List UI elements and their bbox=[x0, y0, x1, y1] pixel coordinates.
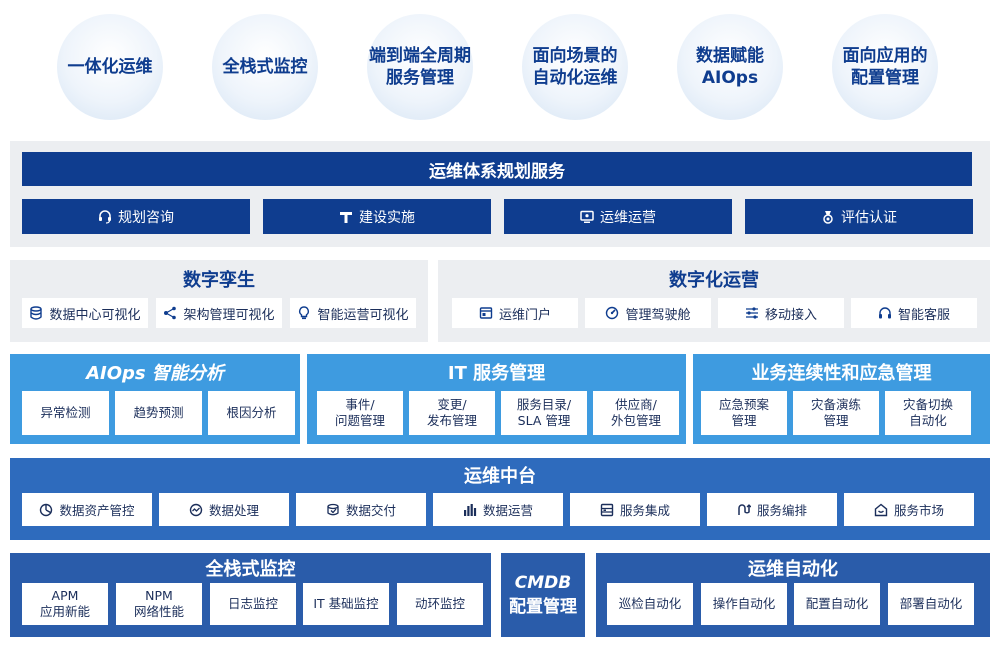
ops-platform-item: 数据处理 bbox=[159, 493, 289, 526]
bcm-item: 应急预案 管理 bbox=[701, 391, 787, 435]
ops-platform-item: 数据交付 bbox=[296, 493, 426, 526]
it-service-item: 供应商/ 外包管理 bbox=[593, 391, 679, 435]
digital-twin-title: 数字孪生 bbox=[183, 270, 255, 291]
planning-item-label: 建设实施 bbox=[359, 209, 415, 226]
capability-circle: 面向场景的 自动化运维 bbox=[522, 14, 628, 120]
market-icon bbox=[874, 503, 888, 517]
ops-platform-item: 服务集成 bbox=[570, 493, 700, 526]
capability-row: 一体化运维 全栈式监控 端到端全周期 服务管理 面向场景的 自动化运维 数据赋能… bbox=[0, 0, 1000, 130]
automation-title: 运维自动化 bbox=[748, 559, 838, 580]
digital-ops-item: 管理驾驶舱 bbox=[585, 298, 711, 328]
portal-icon bbox=[479, 306, 493, 320]
sliders-icon bbox=[745, 306, 759, 320]
digital-ops-item-label: 移动接入 bbox=[764, 307, 817, 323]
bcm-item: 灾备切换 自动化 bbox=[885, 391, 971, 435]
aiops-item: 根因分析 bbox=[208, 391, 295, 435]
digital-twin-item-label: 架构管理可视化 bbox=[183, 307, 275, 323]
ops-platform-item-label: 服务集成 bbox=[619, 503, 670, 518]
digital-ops-item: 智能客服 bbox=[851, 298, 977, 328]
ops-platform-item: 数据资产管控 bbox=[22, 493, 152, 526]
ops-platform-title: 运维中台 bbox=[464, 466, 536, 487]
ops-platform-item: 服务市场 bbox=[844, 493, 974, 526]
integration-icon bbox=[600, 503, 614, 517]
network-icon bbox=[163, 306, 177, 320]
capability-circle: 数据赋能 AIOps bbox=[677, 14, 783, 120]
bar-chart-icon bbox=[463, 503, 477, 517]
flow-icon bbox=[737, 503, 751, 517]
monitoring-title: 全栈式监控 bbox=[205, 559, 296, 580]
aiops-title: AIOps 智能分析 bbox=[86, 363, 224, 384]
digital-twin-item: 架构管理可视化 bbox=[156, 298, 282, 328]
digital-ops-item: 移动接入 bbox=[718, 298, 844, 328]
headphones-icon bbox=[878, 306, 892, 320]
process-icon bbox=[189, 503, 203, 517]
it-service-item: 变更/ 发布管理 bbox=[409, 391, 495, 435]
bcm-title: 业务连续性和应急管理 bbox=[751, 363, 932, 384]
ops-platform-item-label: 数据交付 bbox=[345, 503, 396, 518]
it-service-title: IT 服务管理 bbox=[447, 363, 546, 384]
automation-item: 巡检自动化 bbox=[607, 583, 693, 625]
bulb-icon bbox=[297, 306, 311, 320]
automation-item: 配置自动化 bbox=[794, 583, 880, 625]
ops-platform-item-label: 服务编排 bbox=[756, 503, 807, 518]
capability-circle: 全栈式监控 bbox=[212, 14, 318, 120]
gauge-icon bbox=[605, 306, 619, 320]
it-service-item: 事件/ 问题管理 bbox=[317, 391, 403, 435]
ops-platform-item-label: 数据处理 bbox=[208, 503, 259, 518]
planning-item-label: 运维运营 bbox=[600, 209, 656, 226]
digital-ops-item: 运维门户 bbox=[452, 298, 578, 328]
planning-item: 建设实施 bbox=[263, 199, 491, 234]
build-icon bbox=[339, 210, 353, 224]
planning-item-label: 规划咨询 bbox=[118, 209, 174, 226]
ops-platform-item: 数据运营 bbox=[433, 493, 563, 526]
digital-twin-item: 数据中心可视化 bbox=[22, 298, 148, 328]
bcm-item: 灾备演练 管理 bbox=[793, 391, 879, 435]
planning-item-label: 评估认证 bbox=[841, 209, 897, 226]
cmdb-subtitle: 配置管理 bbox=[509, 597, 577, 617]
digital-ops-item-label: 智能客服 bbox=[897, 307, 950, 323]
capability-circle: 面向应用的 配置管理 bbox=[832, 14, 938, 120]
capability-circle: 一体化运维 bbox=[57, 14, 163, 120]
planning-item: 评估认证 bbox=[745, 199, 973, 234]
it-service-item: 服务目录/ SLA 管理 bbox=[501, 391, 587, 435]
monitoring-item: 动环监控 bbox=[397, 583, 483, 625]
digital-twin-item: 智能运营可视化 bbox=[290, 298, 416, 328]
automation-item: 部署自动化 bbox=[888, 583, 974, 625]
aiops-item: 趋势预测 bbox=[115, 391, 202, 435]
capability-circle: 端到端全周期 服务管理 bbox=[367, 14, 473, 120]
medal-icon bbox=[821, 210, 835, 224]
digital-ops-title: 数字化运营 bbox=[669, 270, 759, 291]
monitor-icon bbox=[580, 210, 594, 224]
ops-platform-item-label: 数据资产管控 bbox=[59, 503, 135, 518]
ops-platform-item-label: 数据运营 bbox=[482, 503, 533, 518]
digital-twin-item-label: 数据中心可视化 bbox=[49, 307, 141, 323]
monitoring-item: APM 应用新能 bbox=[22, 583, 108, 625]
planning-item: 规划咨询 bbox=[22, 199, 250, 234]
cmdb-block: CMDB 配置管理 bbox=[501, 553, 585, 637]
planning-title: 运维体系规划服务 bbox=[22, 152, 972, 186]
cmdb-title: CMDB bbox=[514, 573, 572, 593]
automation-item: 操作自动化 bbox=[701, 583, 787, 625]
digital-ops-item-label: 运维门户 bbox=[498, 307, 551, 323]
monitoring-item: 日志监控 bbox=[210, 583, 296, 625]
headset-icon bbox=[98, 209, 112, 224]
database-icon bbox=[29, 306, 43, 320]
aiops-item: 异常检测 bbox=[22, 391, 109, 435]
ops-platform-item-label: 服务市场 bbox=[893, 503, 944, 518]
monitoring-item: IT 基础监控 bbox=[303, 583, 389, 625]
pie-icon bbox=[39, 503, 53, 517]
digital-ops-item-label: 管理驾驶舱 bbox=[625, 307, 691, 323]
monitoring-item: NPM 网络性能 bbox=[116, 583, 202, 625]
planning-item: 运维运营 bbox=[504, 199, 732, 234]
ops-platform-item: 服务编排 bbox=[707, 493, 837, 526]
delivery-icon bbox=[326, 503, 340, 517]
digital-twin-item-label: 智能运营可视化 bbox=[317, 307, 409, 323]
